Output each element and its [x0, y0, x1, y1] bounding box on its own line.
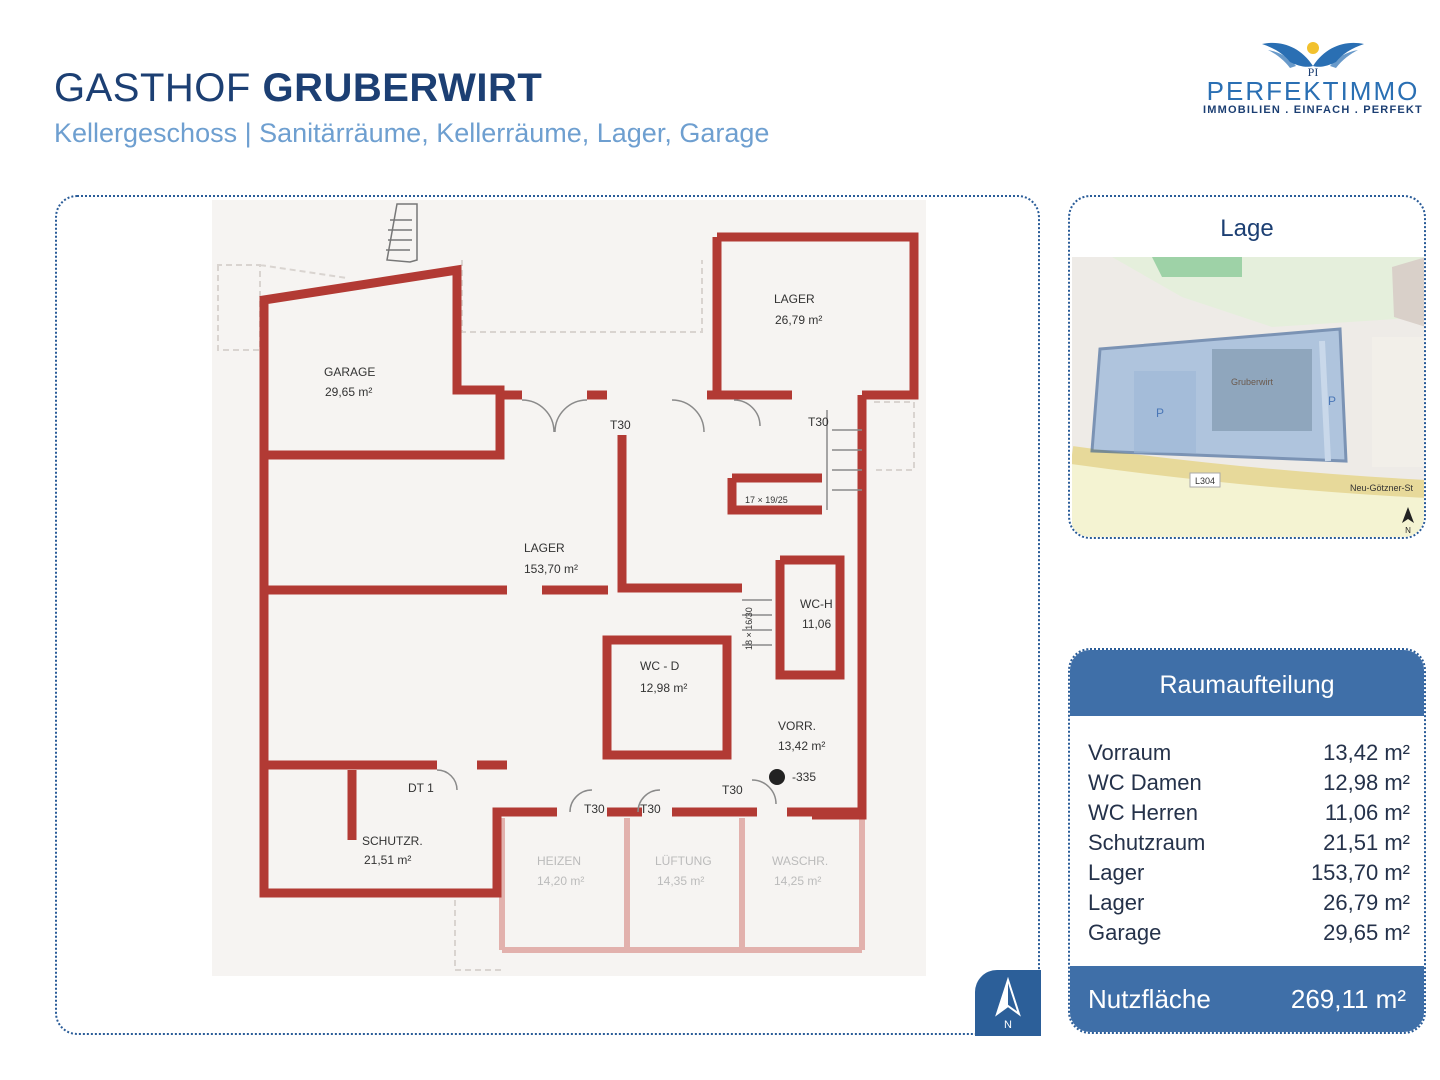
room-breakdown-panel: Raumaufteilung Vorraum 13,42 m² WC Damen 1…: [1068, 648, 1426, 1034]
room-row: WC Damen 12,98 m²: [1088, 768, 1410, 798]
page-title: GASTHOF GRUBERWIRT: [54, 66, 542, 111]
lager-main-label: LAGER: [524, 541, 565, 555]
vorr-label: VORR.: [778, 719, 816, 733]
wch-label: WC-H: [800, 597, 833, 611]
location-map[interactable]: Gruberwirt P P L304 Neu-Götzner-St N: [1072, 257, 1426, 537]
room-area: 21,51 m²: [1323, 830, 1410, 855]
room-row: Lager 153,70 m²: [1088, 858, 1410, 888]
logo-name: PERFEKTIMMO: [1206, 76, 1420, 106]
stairs-mid-label: 18 × 16/30: [744, 607, 754, 650]
north-label: N: [1004, 1019, 1012, 1031]
room-name: Vorraum: [1088, 740, 1172, 765]
waschr-label: WASCHR.: [772, 854, 828, 868]
location-panel: Lage Gruberwirt P P L304 Neu-Götzner-St …: [1068, 195, 1426, 539]
floor-plan-panel: [55, 195, 1040, 1035]
svg-text:PI: PI: [1308, 65, 1319, 78]
stairs-top-label: 17 × 19/25: [745, 495, 788, 505]
lager-top-label: LAGER: [774, 292, 815, 306]
map-road-code: L304: [1195, 476, 1215, 486]
company-logo: PI PERFEKTIMMO IMMOBILIEN . EINFACH . PE…: [1198, 36, 1428, 120]
door-t30-d: T30: [584, 802, 605, 816]
garage-area: 29,65 m²: [325, 385, 372, 399]
vorr-area: 13,42 m²: [778, 739, 825, 753]
room-name: Lager: [1088, 860, 1145, 885]
room-name: Garage: [1088, 920, 1162, 945]
room-row: Vorraum 13,42 m²: [1088, 738, 1410, 768]
waschr-area: 14,25 m²: [774, 874, 821, 888]
north-arrow-icon: N: [995, 976, 1021, 1031]
location-title: Lage: [1220, 215, 1274, 242]
room-name: Lager: [1088, 890, 1145, 915]
room-row: Lager 26,79 m²: [1088, 888, 1410, 918]
wings-logo-icon: PI: [1262, 42, 1364, 78]
door-t30-e: T30: [640, 802, 661, 816]
floor-plan: GARAGE 29,65 m² LAGER 26,79 m² LAGER 153…: [212, 200, 926, 976]
room-row: Schutzraum 21,51 m²: [1088, 828, 1410, 858]
door-t30-b: T30: [808, 415, 829, 429]
total-area-value: 269,11 m²: [1290, 984, 1406, 1014]
heizen-label: HEIZEN: [537, 854, 581, 868]
room-name: Schutzraum: [1088, 830, 1206, 855]
map-parking-b: P: [1328, 394, 1336, 408]
wch-area: 11,06: [802, 617, 831, 631]
total-area-label: Nutzfläche: [1088, 984, 1211, 1014]
map-place-label: Gruberwirt: [1231, 377, 1274, 387]
room-area: 12,98 m²: [1323, 770, 1410, 795]
schutz-label: SCHUTZR.: [362, 834, 423, 848]
lueftung-label: LÜFTUNG: [655, 854, 712, 868]
room-row: WC Herren 11,06 m²: [1088, 798, 1410, 828]
room-area: 153,70 m²: [1310, 860, 1410, 885]
room-area: 13,42 m²: [1323, 740, 1410, 765]
page-subtitle: Kellergeschoss | Sanitärräume, Kellerräu…: [54, 118, 770, 148]
door-t30-a: T30: [610, 418, 631, 432]
room-row: Garage 29,65 m²: [1088, 918, 1410, 948]
map-north-label: N: [1405, 526, 1411, 535]
room-name: WC Damen: [1088, 770, 1202, 795]
schutz-area: 21,51 m²: [364, 853, 411, 867]
map-street-label: Neu-Götzner-St: [1350, 483, 1414, 493]
north-arrow-badge: N: [975, 970, 1041, 1036]
dt1-label: DT 1: [408, 781, 434, 795]
title-light: GASTHOF: [54, 66, 251, 110]
room-breakdown-title: Raumaufteilung: [1070, 650, 1424, 716]
lager-top-area: 26,79 m²: [775, 313, 822, 327]
room-list: Vorraum 13,42 m² WC Damen 12,98 m² WC Herr…: [1088, 738, 1410, 948]
room-area: 11,06 m²: [1324, 800, 1410, 825]
heizen-area: 14,20 m²: [537, 874, 584, 888]
room-area: 26,79 m²: [1323, 890, 1410, 915]
lager-main-area: 153,70 m²: [524, 562, 578, 576]
level-label: -335: [792, 770, 816, 784]
lueftung-area: 14,35 m²: [657, 874, 704, 888]
map-parking-a: P: [1156, 406, 1164, 420]
room-name: WC Herren: [1088, 800, 1199, 825]
total-area-bar: Nutzfläche 269,11 m²: [1070, 966, 1424, 1032]
wcd-label: WC - D: [640, 659, 680, 673]
garage-label: GARAGE: [324, 365, 375, 379]
title-bold: GRUBERWIRT: [262, 66, 543, 110]
logo-tagline: IMMOBILIEN . EINFACH . PERFEKT: [1203, 104, 1423, 116]
wcd-area: 12,98 m²: [640, 681, 687, 695]
room-area: 29,65 m²: [1323, 920, 1410, 945]
door-t30-c: T30: [722, 783, 743, 797]
